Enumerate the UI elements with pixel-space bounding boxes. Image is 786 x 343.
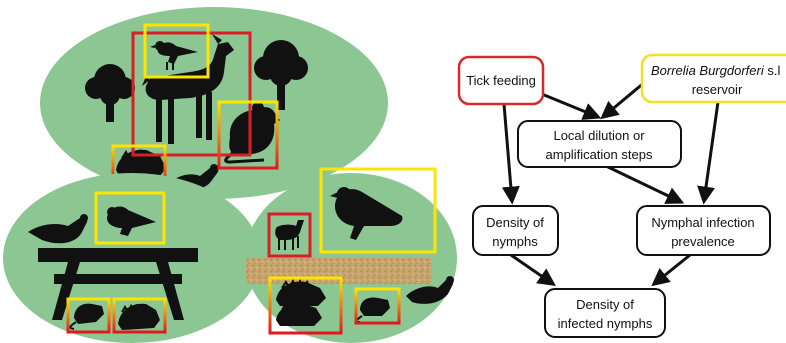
node-borrelia-reservoir: Borrelia Burgdorferi s.l reservoir (642, 55, 786, 102)
svg-text:Density of: Density of (486, 215, 544, 230)
node-density-of-infected-nymphs: Density of infected nymphs (545, 289, 665, 337)
habitat-illustrations (3, 7, 457, 343)
node-nymphal-infection-prevalence: Nymphal infection prevalence (637, 206, 770, 255)
svg-text:Density of: Density of (576, 297, 634, 312)
svg-text:Borrelia Burgdorferi s.l: Borrelia Burgdorferi s.l (651, 63, 780, 78)
arrow-tick-to-density (504, 104, 512, 201)
svg-text:infected nymphs: infected nymphs (558, 316, 653, 331)
node-local-dilution: Local dilution or amplification steps (518, 121, 681, 167)
arrow-density-to-infected (511, 255, 553, 284)
svg-text:amplification steps: amplification steps (546, 147, 653, 162)
node-density-of-nymphs: Density of nymphs (473, 206, 558, 255)
arrow-reservoir-to-prevalence (704, 102, 718, 201)
svg-text:nymphs: nymphs (492, 234, 538, 249)
causal-flow-diagram: Tick feeding Borrelia Burgdorferi s.l re… (459, 55, 786, 337)
node-tick-feeding: Tick feeding (459, 57, 543, 104)
svg-text:Nymphal infection: Nymphal infection (651, 215, 754, 230)
svg-text:Local dilution or: Local dilution or (553, 128, 645, 143)
svg-text:reservoir: reservoir (692, 82, 743, 97)
arrow-prevalence-to-infected (654, 255, 690, 284)
svg-text:Tick feeding: Tick feeding (466, 73, 536, 88)
arrow-reservoir-to-dilution (603, 82, 645, 117)
leaf-litter-strip (246, 258, 432, 284)
svg-text:prevalence: prevalence (671, 234, 735, 249)
arrow-dilution-to-prevalence (606, 166, 681, 202)
